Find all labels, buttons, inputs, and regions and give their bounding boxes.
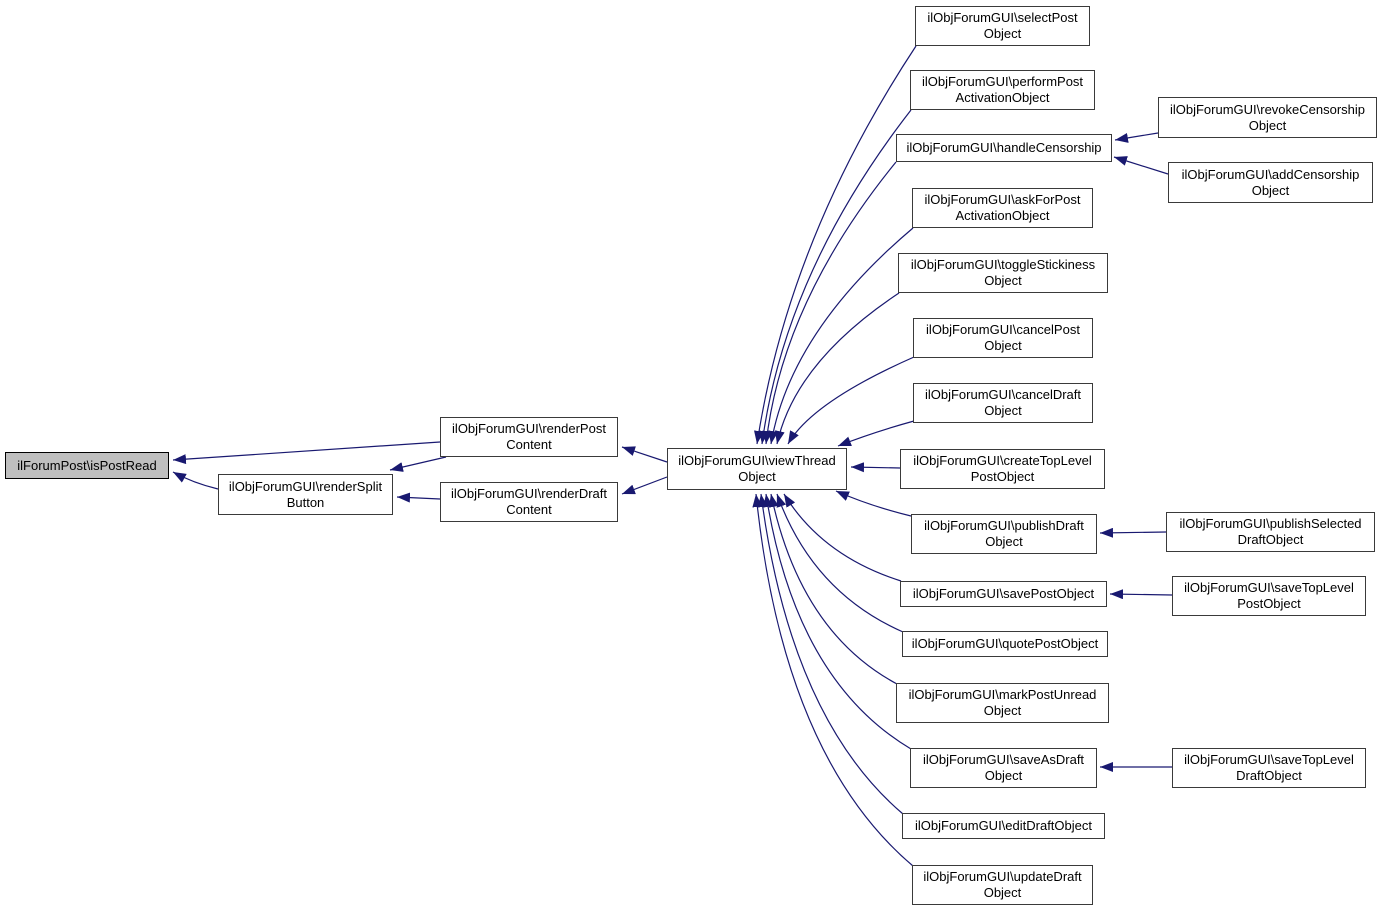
node-renderPostContent[interactable]: ilObjForumGUI\renderPost Content	[440, 417, 618, 457]
edge-performPostActivationObject-viewThreadObject	[758, 109, 912, 445]
node-renderSplitButton[interactable]: ilObjForumGUI\renderSplit Button	[218, 474, 393, 515]
node-savePostObject[interactable]: ilObjForumGUI\savePostObject	[900, 581, 1107, 607]
node-askForPostActivationObject[interactable]: ilObjForumGUI\askForPost ActivationObjec…	[912, 188, 1093, 228]
node-updateDraftObject[interactable]: ilObjForumGUI\updateDraft Object	[912, 865, 1093, 905]
edge-viewThreadObject-renderPostContent	[621, 446, 668, 463]
edge-addCensorshipObject-handleCensorship	[1113, 156, 1169, 175]
edge-renderDraftContent-renderSplitButton	[396, 492, 441, 503]
node-quotePostObject[interactable]: ilObjForumGUI\quotePostObject	[902, 631, 1108, 657]
node-performPostActivationObject[interactable]: ilObjForumGUI\performPost ActivationObje…	[910, 70, 1095, 110]
edge-quotePostObject-viewThreadObject	[776, 493, 904, 633]
node-saveTopLevelDraftObject[interactable]: ilObjForumGUI\saveTopLevel DraftObject	[1172, 748, 1366, 788]
node-toggleStickinessObject[interactable]: ilObjForumGUI\toggleStickiness Object	[898, 253, 1108, 293]
edge-saveTopLevelPostObject-savePostObject	[1109, 589, 1173, 600]
edge-updateDraftObject-viewThreadObject	[752, 493, 914, 867]
edge-cancelPostObject-viewThreadObject	[787, 356, 915, 445]
edge-toggleStickinessObject-viewThreadObject	[774, 292, 900, 445]
node-handleCensorship[interactable]: ilObjForumGUI\handleCensorship	[896, 134, 1112, 162]
edge-renderPostContent-isPostRead	[172, 441, 441, 465]
edge-viewThreadObject-renderDraftContent	[621, 476, 668, 495]
edge-markPostUnreadObject-viewThreadObject	[768, 493, 898, 685]
node-createTopLevelPostObject[interactable]: ilObjForumGUI\createTopLevel PostObject	[900, 449, 1105, 489]
edge-askForPostActivationObject-viewThreadObject	[768, 227, 914, 445]
node-saveAsDraftObject[interactable]: ilObjForumGUI\saveAsDraft Object	[910, 748, 1097, 788]
node-cancelDraftObject[interactable]: ilObjForumGUI\cancelDraft Object	[913, 383, 1093, 423]
edge-publishSelectedDraftObject-publishDraftObject	[1099, 527, 1167, 538]
node-isPostRead: ilForumPost\isPostRead	[5, 452, 169, 479]
node-viewThreadObject[interactable]: ilObjForumGUI\viewThread Object	[667, 448, 847, 490]
node-addCensorshipObject[interactable]: ilObjForumGUI\addCensorship Object	[1168, 162, 1373, 203]
node-publishDraftObject[interactable]: ilObjForumGUI\publishDraft Object	[911, 514, 1097, 554]
edge-createTopLevelPostObject-viewThreadObject	[850, 462, 901, 473]
edge-handleCensorship-viewThreadObject	[762, 161, 897, 445]
edge-renderSplitButton-isPostRead	[172, 471, 219, 490]
node-saveTopLevelPostObject[interactable]: ilObjForumGUI\saveTopLevel PostObject	[1172, 576, 1366, 616]
edge-publishDraftObject-viewThreadObject	[835, 490, 912, 517]
edge-renderPostContent-renderSplitButton	[389, 456, 447, 472]
edge-selectPostObject-viewThreadObject	[754, 45, 917, 445]
node-renderDraftContent[interactable]: ilObjForumGUI\renderDraft Content	[440, 482, 618, 522]
edge-savePostObject-viewThreadObject	[783, 493, 902, 582]
edge-revokeCensorshipObject-handleCensorship	[1114, 132, 1159, 143]
node-editDraftObject[interactable]: ilObjForumGUI\editDraftObject	[902, 813, 1105, 839]
edge-cancelDraftObject-viewThreadObject	[837, 420, 915, 447]
node-markPostUnreadObject[interactable]: ilObjForumGUI\markPostUnread Object	[896, 683, 1109, 723]
edge-saveAsDraftObject-viewThreadObject	[763, 493, 912, 750]
node-cancelPostObject[interactable]: ilObjForumGUI\cancelPost Object	[913, 318, 1093, 358]
node-revokeCensorshipObject[interactable]: ilObjForumGUI\revokeCensorship Object	[1158, 97, 1377, 138]
node-selectPostObject[interactable]: ilObjForumGUI\selectPost Object	[915, 6, 1090, 46]
node-publishSelectedDraftObject[interactable]: ilObjForumGUI\publishSelected DraftObjec…	[1166, 512, 1375, 552]
edge-editDraftObject-viewThreadObject	[757, 493, 904, 815]
